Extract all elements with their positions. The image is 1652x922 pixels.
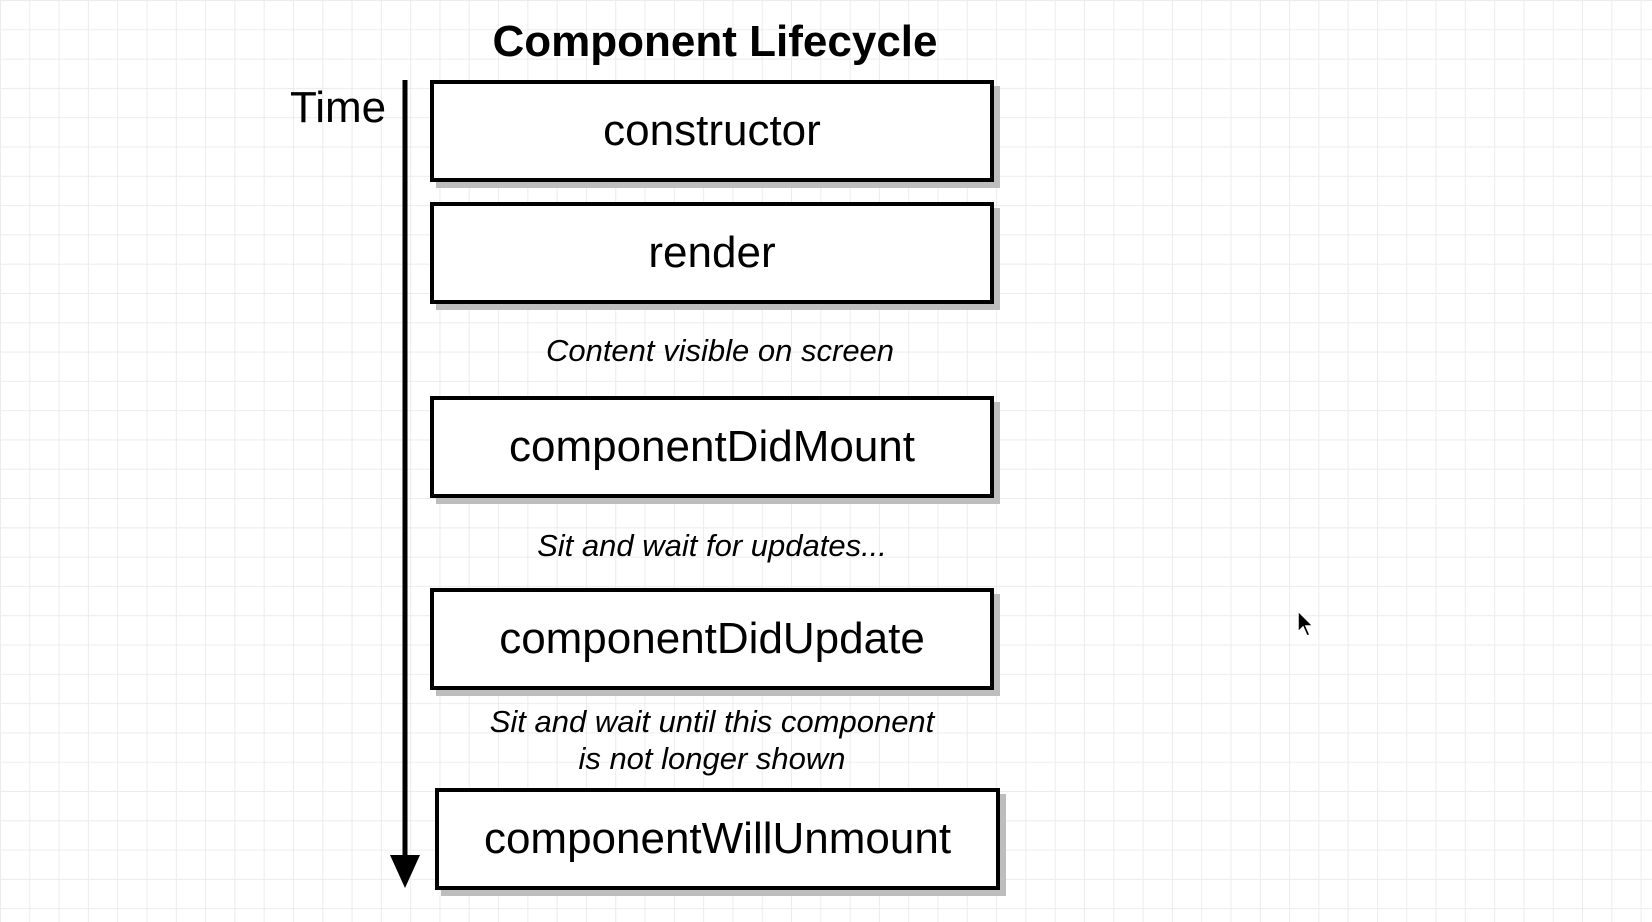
diagram-title: Component Lifecycle [492, 17, 938, 66]
stage-component-will-unmount-box: componentWillUnmount [435, 788, 1000, 890]
stage-component-did-update-box: componentDidUpdate [430, 588, 994, 690]
note-wait-until-unmount: Sit and wait until this component is not… [489, 704, 935, 776]
stage-component-did-mount-box: componentDidMount [430, 396, 994, 498]
note-wait-for-updates: Sit and wait for updates... [537, 528, 887, 563]
time-label: Time [290, 83, 387, 132]
stage-render-box: render [430, 202, 994, 304]
stage-constructor-box: constructor [430, 80, 994, 182]
note-content-visible: Content visible on screen [545, 333, 895, 368]
time-arrow-icon [390, 80, 420, 888]
mouse-pointer-icon [1297, 610, 1315, 637]
